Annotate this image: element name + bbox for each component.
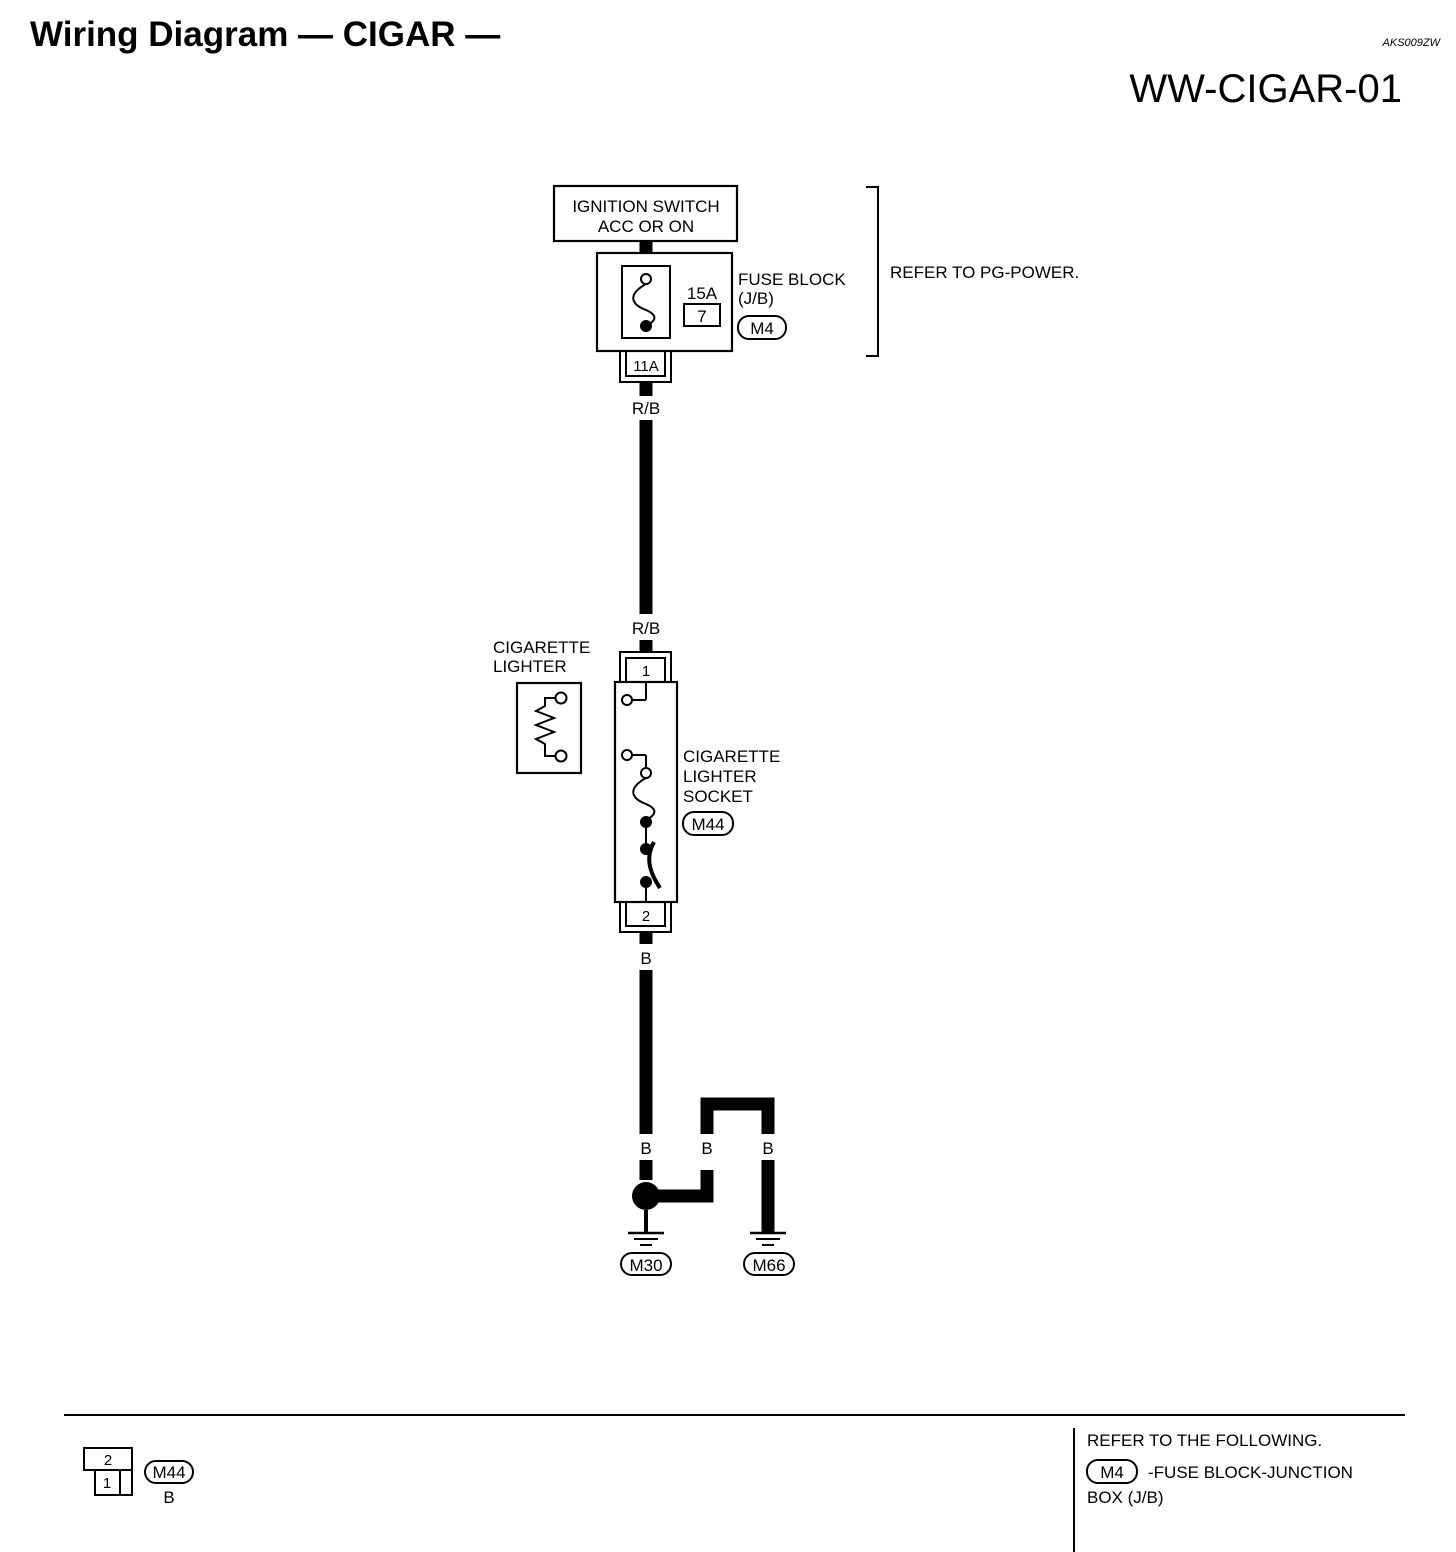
connector-face-pin-1: 1 <box>103 1475 111 1492</box>
footer-connector-color: B <box>163 1488 174 1507</box>
socket-terminal-2: 2 <box>642 908 650 925</box>
connector-face-pin-2: 2 <box>104 1452 112 1469</box>
diagram-code: AKS009ZW <box>1382 37 1442 49</box>
refer-desc-2: BOX (J/B) <box>1087 1488 1164 1507</box>
ground-left-id: M30 <box>629 1256 662 1275</box>
thermal-switch-icon <box>647 841 662 890</box>
ignition-switch: IGNITION SWITCH ACC OR ON <box>552 184 739 243</box>
socket-label-3: SOCKET <box>683 787 753 806</box>
svg-text:M44: M44 <box>152 1463 185 1482</box>
wire-color-b-jumper-left: B <box>701 1139 712 1158</box>
fuse-icon <box>632 283 656 327</box>
fuse-block-terminal: 11A <box>633 358 659 375</box>
wire-jumper-top <box>700 1097 775 1134</box>
ignition-switch-label: IGNITION SWITCH <box>572 197 719 216</box>
connector-face-m44: 2 1 <box>83 1447 133 1496</box>
wire-color-b-jumper-right: B <box>762 1139 773 1158</box>
svg-text:M44: M44 <box>691 815 724 834</box>
fuse-terminal-open <box>640 273 652 285</box>
refer-desc-1: -FUSE BLOCK-JUNCTION <box>1148 1463 1353 1482</box>
socket-label-2: LIGHTER <box>683 767 757 786</box>
socket-contact-top <box>621 694 633 706</box>
refer-bracket <box>866 186 879 357</box>
socket-connector-badge: M44 <box>682 811 734 836</box>
fuse-block: 15A 7 11A <box>595 251 734 383</box>
fuse-block-label: FUSE BLOCK <box>738 270 846 289</box>
lighter-label-2: LIGHTER <box>493 657 567 676</box>
cigarette-lighter <box>515 681 583 775</box>
lighter-label: CIGARETTE <box>493 638 590 657</box>
fuse-terminal-closed <box>640 320 652 332</box>
socket-terminal-1: 1 <box>642 663 650 680</box>
page-id: WW-CIGAR-01 <box>1129 67 1402 111</box>
ground-right-id: M66 <box>752 1256 785 1275</box>
fuse-number: 7 <box>697 307 706 326</box>
splice-point <box>632 1182 660 1210</box>
page-title: Wiring Diagram — CIGAR — <box>30 15 500 54</box>
ground-right: M66 <box>743 1231 795 1276</box>
ignition-switch-state: ACC OR ON <box>598 217 694 236</box>
fuse-block-connector-badge: M4 <box>737 315 787 340</box>
heater-resistor-icon <box>533 697 557 757</box>
cigarette-lighter-socket: 1 2 <box>613 651 679 933</box>
refer-power-note: REFER TO PG-POWER. <box>890 263 1079 282</box>
fuse-block-jb-label: (J/B) <box>738 289 774 308</box>
ground-left: M30 <box>620 1210 672 1276</box>
refer-following-title: REFER TO THE FOLLOWING. <box>1087 1431 1322 1450</box>
fuse-number-box <box>683 303 721 327</box>
svg-text:M4: M4 <box>1100 1463 1124 1482</box>
fuse-amp: 15A <box>687 284 718 303</box>
footer-connector-badge: M44 <box>144 1460 194 1484</box>
socket-contact-mid <box>621 749 633 761</box>
socket-label-1: CIGARETTE <box>683 747 780 766</box>
wire-color-b-ground-left: B <box>640 1139 651 1158</box>
wire-color-b-socket: B <box>640 949 651 968</box>
refer-connector-badge: M4 <box>1086 1459 1138 1484</box>
wire-jumper-left <box>658 1170 714 1203</box>
svg-text:M4: M4 <box>750 319 774 338</box>
socket-fuse-icon <box>632 777 656 821</box>
wire-color-rb-top: R/B <box>632 399 660 418</box>
wire-color-rb-bottom: R/B <box>632 619 660 638</box>
